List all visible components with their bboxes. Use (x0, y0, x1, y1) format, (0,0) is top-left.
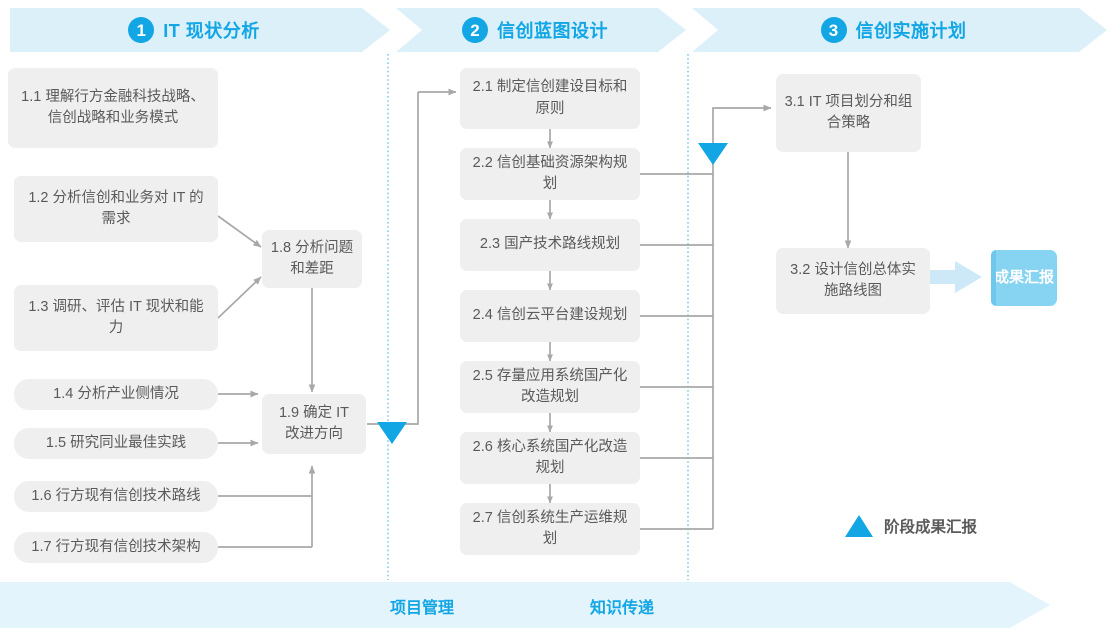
process-box-1-9[interactable]: 1.9 确定 IT 改进方向 (262, 394, 366, 454)
process-box-2-1[interactable]: 2.1 制定信创建设目标和原则 (460, 68, 640, 129)
milestone-triangle-icon (845, 515, 873, 537)
process-box-2-7[interactable]: 2.7 信创系统生产运维规划 (460, 503, 640, 555)
bottom-arrow-bar: 项目管理 知识传递 (0, 582, 1050, 628)
wire-1-2-to-1-8 (217, 215, 262, 248)
wire-1-9-bus (367, 92, 419, 425)
wire-1-3-to-1-8 (217, 276, 262, 319)
legend: 阶段成果汇报 (845, 515, 977, 537)
process-box-2-2[interactable]: 2.2 信创基础资源架构规划 (460, 148, 640, 200)
legend-label: 阶段成果汇报 (884, 519, 978, 536)
process-box-1-8[interactable]: 1.8 分析问题和差距 (262, 230, 362, 288)
process-box-2-6[interactable]: 2.6 核心系统国产化改造规划 (460, 432, 640, 484)
phase-number-2: 2 (462, 17, 488, 43)
process-box-1-5[interactable]: 1.5 研究同业最佳实践 (14, 428, 218, 459)
wire-3-2-to-result (930, 261, 982, 293)
process-box-1-3[interactable]: 1.3 调研、评估 IT 现状和能力 (14, 285, 218, 351)
bottom-label-project-management: 项目管理 (390, 600, 455, 617)
process-box-3-1[interactable]: 3.1 IT 项目划分和组合策略 (776, 74, 921, 152)
process-box-2-4[interactable]: 2.4 信创云平台建设规划 (460, 290, 640, 342)
process-box-1-1[interactable]: 1.1 理解行方金融科技战略、信创战略和业务模式 (8, 68, 218, 148)
result-report-box[interactable]: 成果汇报 (991, 250, 1057, 306)
process-box-1-6[interactable]: 1.6 行方现有信创技术路线 (14, 481, 218, 512)
phase-title-1: IT 现状分析 (163, 21, 260, 41)
process-box-1-4[interactable]: 1.4 分析产业侧情况 (14, 379, 218, 410)
phase-title-2: 信创蓝图设计 (497, 21, 608, 41)
process-box-1-7[interactable]: 1.7 行方现有信创技术架构 (14, 532, 218, 563)
process-box-2-5[interactable]: 2.5 存量应用系统国产化改造规划 (460, 361, 640, 413)
phase-header-bar: 1 IT 现状分析 2 信创蓝图设计 3 信创实施计划 (0, 8, 1115, 52)
milestone-triangle-phase2 (698, 143, 728, 165)
milestone-triangle-phase1 (377, 422, 407, 444)
phase-header-2[interactable]: 2 信创蓝图设计 (396, 8, 686, 52)
process-box-1-2[interactable]: 1.2 分析信创和业务对 IT 的需求 (14, 176, 218, 242)
phase-header-1[interactable]: 1 IT 现状分析 (10, 8, 390, 52)
phase-title-3: 信创实施计划 (855, 21, 967, 41)
bottom-label-knowledge-transfer: 知识传递 (590, 600, 655, 617)
phase-number-1: 1 (128, 17, 155, 43)
phase-header-3[interactable]: 3 信创实施计划 (692, 8, 1107, 52)
process-box-3-2[interactable]: 3.2 设计信创总体实施路线图 (776, 248, 930, 314)
wire-bus-to-3-1 (712, 104, 772, 529)
process-box-2-3[interactable]: 2.3 国产技术路线规划 (460, 219, 640, 271)
phase-number-3: 3 (820, 17, 847, 43)
